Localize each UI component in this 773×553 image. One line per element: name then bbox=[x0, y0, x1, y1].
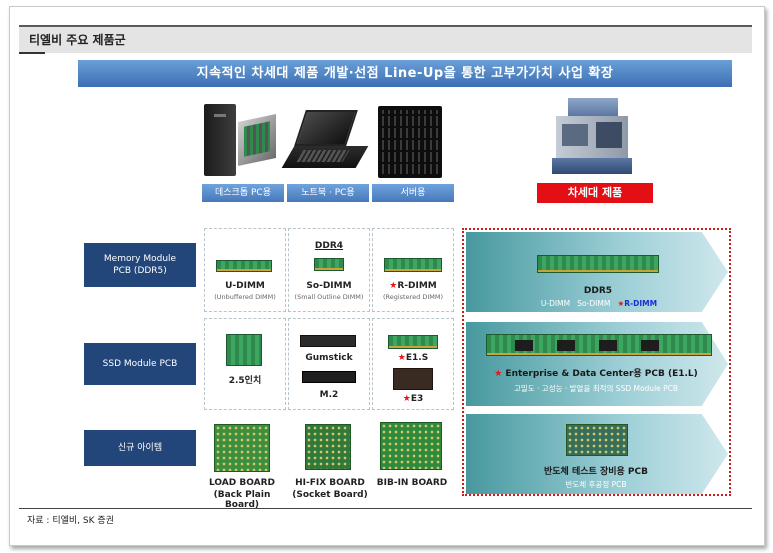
desktop-pc-image bbox=[204, 104, 278, 178]
row-label-new: 신규 아이템 bbox=[84, 430, 196, 466]
notebook-image bbox=[281, 110, 369, 176]
row-label-ssd: SSD Module PCB bbox=[84, 343, 196, 385]
cell-ssd-notebook bbox=[288, 318, 370, 410]
rdimm-label-text: R-DIMM bbox=[397, 281, 437, 291]
enterprise-label-text: Enterprise & Data Center용 PCB (E1.L) bbox=[505, 369, 698, 379]
bib-in-board-label: BIB-IN BOARD bbox=[376, 478, 448, 488]
cell-memory-desktop bbox=[204, 228, 286, 312]
sodimm-pcb-image bbox=[314, 258, 344, 271]
hifix-board-sub-label: (Socket Board) bbox=[292, 490, 368, 500]
cell-ssd-desktop bbox=[204, 318, 286, 410]
title-accent-line bbox=[19, 52, 45, 54]
e3-pcb-image bbox=[393, 368, 433, 390]
semi-test-sub-label: 반도체 후공정 PCB bbox=[565, 480, 627, 489]
ddr5-sodimm: So-DIMM bbox=[577, 299, 611, 308]
e3-label: ★E3 bbox=[372, 394, 454, 404]
sodimm-label: So-DIMM bbox=[306, 281, 352, 291]
star-ddr5-rdimm: ★ bbox=[617, 299, 625, 308]
headline-banner: 지속적인 차세대 제품 개발·선점 Line-Up을 통한 고부가가치 사업 확… bbox=[78, 60, 732, 87]
source-note: 자료 : 티엘비, SK 증권 bbox=[27, 516, 114, 526]
row-label-new-text: 신규 아이템 bbox=[117, 443, 163, 453]
gumstick-label: Gumstick bbox=[305, 353, 353, 363]
semi-test-pcb-image bbox=[566, 424, 628, 456]
ssd-25inch-pcb-image bbox=[226, 334, 262, 366]
load-board-image bbox=[214, 424, 270, 472]
cell-ssd-server bbox=[372, 318, 454, 410]
e1s-pcb-image bbox=[388, 335, 438, 349]
tag-next-gen: 차세대 제품 bbox=[537, 183, 653, 203]
rdimm-sub-label: (Registered DIMM) bbox=[382, 293, 444, 301]
tag-notebook: 노트북 · PC용 bbox=[287, 184, 369, 202]
next-gen-highlight-box bbox=[462, 228, 731, 496]
ddr5-types: U-DIMM So-DIMM ★R-DIMM bbox=[504, 299, 694, 308]
bib-in-board-image bbox=[380, 422, 442, 470]
udimm-pcb-image bbox=[216, 260, 272, 272]
ddr5-pcb-image bbox=[537, 255, 659, 273]
tag-server: 서버용 bbox=[372, 184, 454, 202]
test-equipment-image bbox=[552, 96, 632, 178]
row-label-memory-text: Memory Module PCB (DDR5) bbox=[103, 254, 177, 276]
udimm-sub-label: (Unbuffered DIMM) bbox=[214, 293, 276, 301]
enterprise-sub-label: 고밀도 · 고성능 · 발열을 최적의 SSD Module PCB bbox=[513, 384, 679, 393]
rdimm-pcb-image bbox=[384, 258, 442, 272]
star-rdimm: ★ bbox=[389, 281, 398, 291]
load-board-label: LOAD BOARD bbox=[208, 478, 276, 488]
hifix-board-label: HI-FIX BOARD bbox=[295, 478, 365, 488]
semi-test-label: 반도체 테스트 장비용 PCB bbox=[544, 467, 648, 477]
star-enterprise: ★ bbox=[494, 369, 503, 379]
ddr5-rdimm: R-DIMM bbox=[624, 299, 658, 308]
e1l-pcb-image bbox=[486, 334, 712, 356]
ddr5-label: DDR5 bbox=[583, 286, 613, 296]
row-label-ssd-text: SSD Module PCB bbox=[102, 359, 178, 369]
cell-memory-notebook bbox=[288, 228, 370, 312]
ssd-25inch-label: 2.5인치 bbox=[228, 376, 262, 386]
m2-pcb-image bbox=[302, 371, 356, 383]
e1s-label-text: E1.S bbox=[405, 353, 429, 363]
e1s-label: ★E1.S bbox=[372, 353, 454, 363]
page-title: 티엘비 주요 제품군 bbox=[19, 25, 752, 53]
e3-label-text: E3 bbox=[410, 394, 424, 404]
hifix-board-image bbox=[305, 424, 351, 470]
sodimm-sub-label: (Small Outline DIMM) bbox=[294, 293, 364, 301]
star-e1s: ★ bbox=[397, 353, 406, 363]
tag-desktop: 데스크톱 PC용 bbox=[202, 184, 284, 202]
star-e3: ★ bbox=[402, 394, 411, 404]
enterprise-label: ★ Enterprise & Data Center용 PCB (E1.L) bbox=[476, 366, 716, 379]
rdimm-label: ★R-DIMM bbox=[372, 281, 454, 291]
udimm-label: U-DIMM bbox=[225, 281, 265, 291]
row-label-memory: Memory Module PCB (DDR5) bbox=[84, 243, 196, 287]
ddr4-label: DDR4 bbox=[314, 241, 344, 251]
ddr5-udimm: U-DIMM bbox=[540, 299, 571, 308]
cell-memory-server bbox=[372, 228, 454, 312]
server-image bbox=[378, 106, 442, 178]
m2-label: M.2 bbox=[319, 390, 339, 400]
gumstick-pcb-image bbox=[300, 335, 356, 347]
footer-rule bbox=[19, 508, 752, 509]
load-board-sub-label: (Back Plain Board) bbox=[213, 490, 271, 510]
